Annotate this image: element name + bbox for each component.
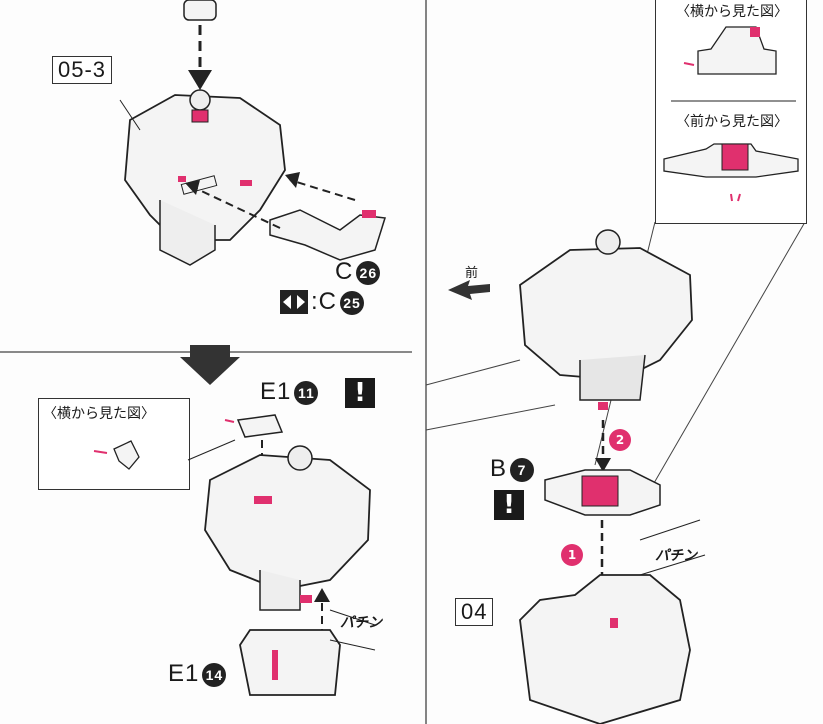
step-label-05-3: 05-3 [52, 56, 113, 84]
side-front-view-icons [663, 26, 799, 202]
front-view-title: 〈前から見た図〉 [676, 114, 788, 130]
swap-arrows-icon [280, 290, 308, 314]
side-view-title: 〈横から見た図〉 [43, 406, 155, 422]
step-label-04: 04 [455, 598, 494, 626]
warning-icon-left: ! [345, 378, 375, 408]
side-view-part-icon [93, 440, 140, 470]
step-1-marker: 1 [567, 548, 577, 562]
front-direction-label: 前 [465, 266, 479, 281]
view-callout-right: 〈横から見た図〉 〈前から見た図〉 [655, 0, 807, 224]
pachin-sound-left: パチン [340, 615, 382, 631]
pachin-sound-right: パチン [655, 548, 697, 564]
side-view-callout-left: 〈横から見た図〉 [38, 398, 190, 490]
side-view-title-right: 〈横から見た図〉 [676, 4, 788, 20]
step-2-marker: 2 [615, 433, 625, 447]
warning-icon-right: ! [494, 490, 524, 520]
